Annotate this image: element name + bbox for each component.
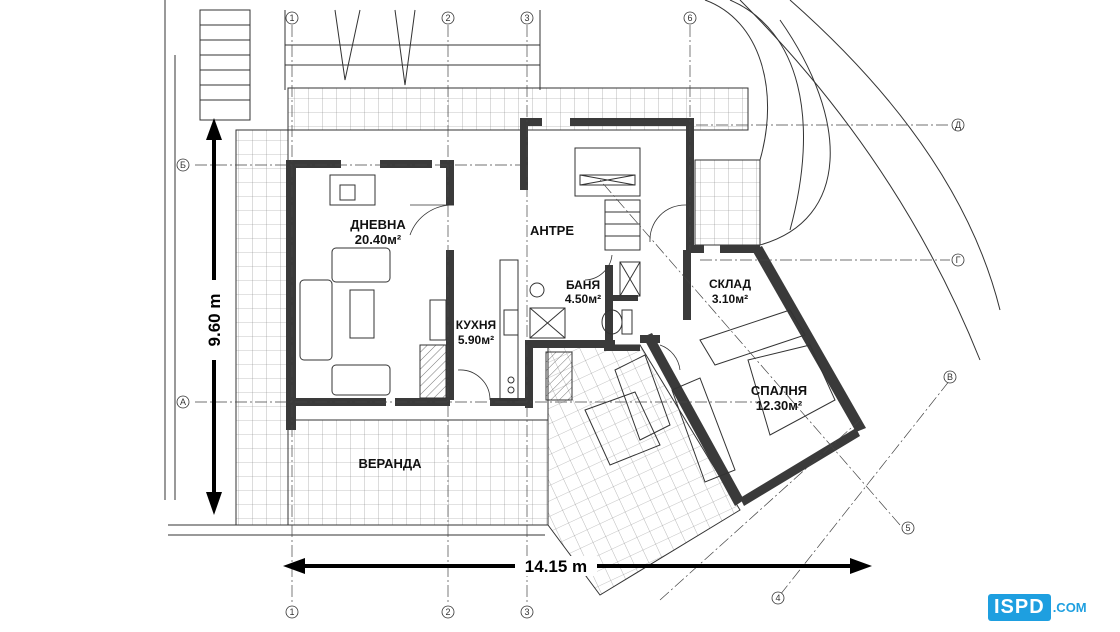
living-room-area: 20.40м² xyxy=(355,232,402,247)
kitchen-name: КУХНЯ xyxy=(456,318,496,332)
logo-domain: .COM xyxy=(1052,599,1087,615)
axis-label-2: 2 xyxy=(445,13,450,23)
logo-mark: ISPD xyxy=(988,593,1051,621)
axis-label-5: 5 xyxy=(905,523,910,533)
living-room-name: ДНЕВНА xyxy=(350,217,406,232)
axis-label-g: Г xyxy=(956,255,961,265)
top-stairs xyxy=(164,0,541,500)
axis-label-b: Б xyxy=(180,160,186,170)
storage-area: 3.10м² xyxy=(712,292,748,306)
axis-label-4: 4 xyxy=(775,593,780,603)
axis-label-2-bottom: 2 xyxy=(445,607,450,617)
axis-label-d: Д xyxy=(955,120,961,130)
dimension-arrows xyxy=(195,118,872,576)
door-swings xyxy=(409,204,687,401)
axis-bubbles xyxy=(176,11,965,619)
furniture xyxy=(299,147,836,483)
bedroom-name: СПАЛНЯ xyxy=(751,383,807,398)
grid-axes xyxy=(195,25,951,605)
curved-road xyxy=(704,0,1001,361)
axis-labels: 1 2 3 6 1 2 3 Б А Д Г В 5 4 xyxy=(180,13,961,617)
veranda-name: ВЕРАНДА xyxy=(358,456,422,471)
hall-name: АНТРЕ xyxy=(530,223,574,238)
storage-name: СКЛАД xyxy=(709,277,752,291)
axis-label-3: 3 xyxy=(524,13,529,23)
terrace-tiles xyxy=(168,87,761,596)
axis-label-1: 1 xyxy=(289,13,294,23)
dimension-width: 14.15 m xyxy=(525,557,587,576)
bath-name: БАНЯ xyxy=(566,278,600,292)
axis-label-6: 6 xyxy=(687,13,692,23)
dimension-height: 9.60 m xyxy=(205,294,224,347)
kitchen-area: 5.90м² xyxy=(458,333,494,347)
site-logo: ISPD .COM xyxy=(988,590,1114,624)
axis-label-v: В xyxy=(947,372,953,382)
axis-label-3-bottom: 3 xyxy=(524,607,529,617)
room-labels: ДНЕВНА 20.40м² АНТРЕ БАНЯ 4.50м² КУХНЯ 5… xyxy=(350,217,807,471)
axis-label-1-bottom: 1 xyxy=(289,607,294,617)
axis-label-a: А xyxy=(180,397,186,407)
bath-area: 4.50м² xyxy=(565,292,601,306)
bedroom-area: 12.30м² xyxy=(756,398,803,413)
